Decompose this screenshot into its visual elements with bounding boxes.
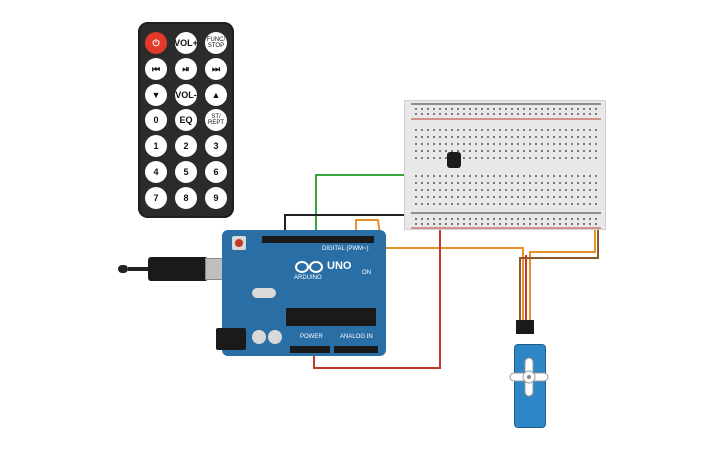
eq-button[interactable]: EQ	[175, 109, 197, 131]
digital-label: DIGITAL (PWM~)	[322, 246, 369, 252]
three-button[interactable]: 3	[205, 135, 227, 157]
ir-receiver[interactable]	[447, 152, 461, 168]
power-jack[interactable]	[216, 328, 246, 350]
zero-button[interactable]: 0	[145, 109, 167, 131]
capacitor-2	[268, 330, 282, 344]
vol-up-button[interactable]: VOL+	[174, 32, 198, 54]
usb-plug	[148, 257, 208, 281]
five-button[interactable]: 5	[175, 161, 197, 183]
analog-label: ANALOG IN	[340, 334, 373, 340]
black-wire[interactable]	[284, 214, 420, 236]
func-stop-button[interactable]: FUNC/ STOP	[205, 32, 227, 54]
servo-connector[interactable]	[516, 320, 534, 334]
analog-header[interactable]	[334, 346, 378, 353]
capacitor-1	[252, 330, 266, 344]
two-button[interactable]: 2	[175, 135, 197, 157]
model-label: UNO	[327, 260, 352, 272]
brown-wire[interactable]	[519, 224, 599, 320]
brand-label: ARDUINO	[294, 275, 322, 281]
power-button[interactable]: ⏻	[145, 32, 167, 54]
play-pause-button[interactable]: ⏯	[175, 58, 197, 80]
digital-header[interactable]	[262, 236, 374, 243]
crystal	[252, 288, 276, 298]
six-button[interactable]: 6	[205, 161, 227, 183]
breadboard[interactable]	[404, 100, 606, 230]
forward-button[interactable]: ⏭	[205, 58, 227, 80]
down-button[interactable]: ▼	[145, 84, 167, 106]
servo-horn[interactable]	[508, 356, 550, 398]
red-wire[interactable]	[313, 222, 441, 369]
orange-wire-2[interactable]	[529, 220, 596, 320]
vol-down-button[interactable]: VOL-	[175, 84, 197, 106]
four-button[interactable]: 4	[145, 161, 167, 183]
rewind-button[interactable]: ⏮	[145, 58, 167, 80]
eight-button[interactable]: 8	[175, 187, 197, 209]
arduino-logo-icon	[294, 260, 324, 274]
arduino-uno-board[interactable]: DIGITAL (PWM~) ARDUINO UNO ON POWER ANAL…	[222, 230, 386, 356]
st-rept-button[interactable]: ST/ REPT	[205, 109, 227, 131]
up-button[interactable]: ▲	[205, 84, 227, 106]
on-label: ON	[362, 270, 371, 276]
power-header[interactable]	[290, 346, 330, 353]
seven-button[interactable]: 7	[145, 187, 167, 209]
nine-button[interactable]: 9	[205, 187, 227, 209]
power-label: POWER	[300, 334, 323, 340]
atmega-chip	[286, 308, 376, 326]
one-button[interactable]: 1	[145, 135, 167, 157]
breadboard-holes	[411, 103, 601, 229]
reset-button[interactable]	[232, 236, 246, 250]
usb-cable[interactable]	[118, 262, 148, 276]
